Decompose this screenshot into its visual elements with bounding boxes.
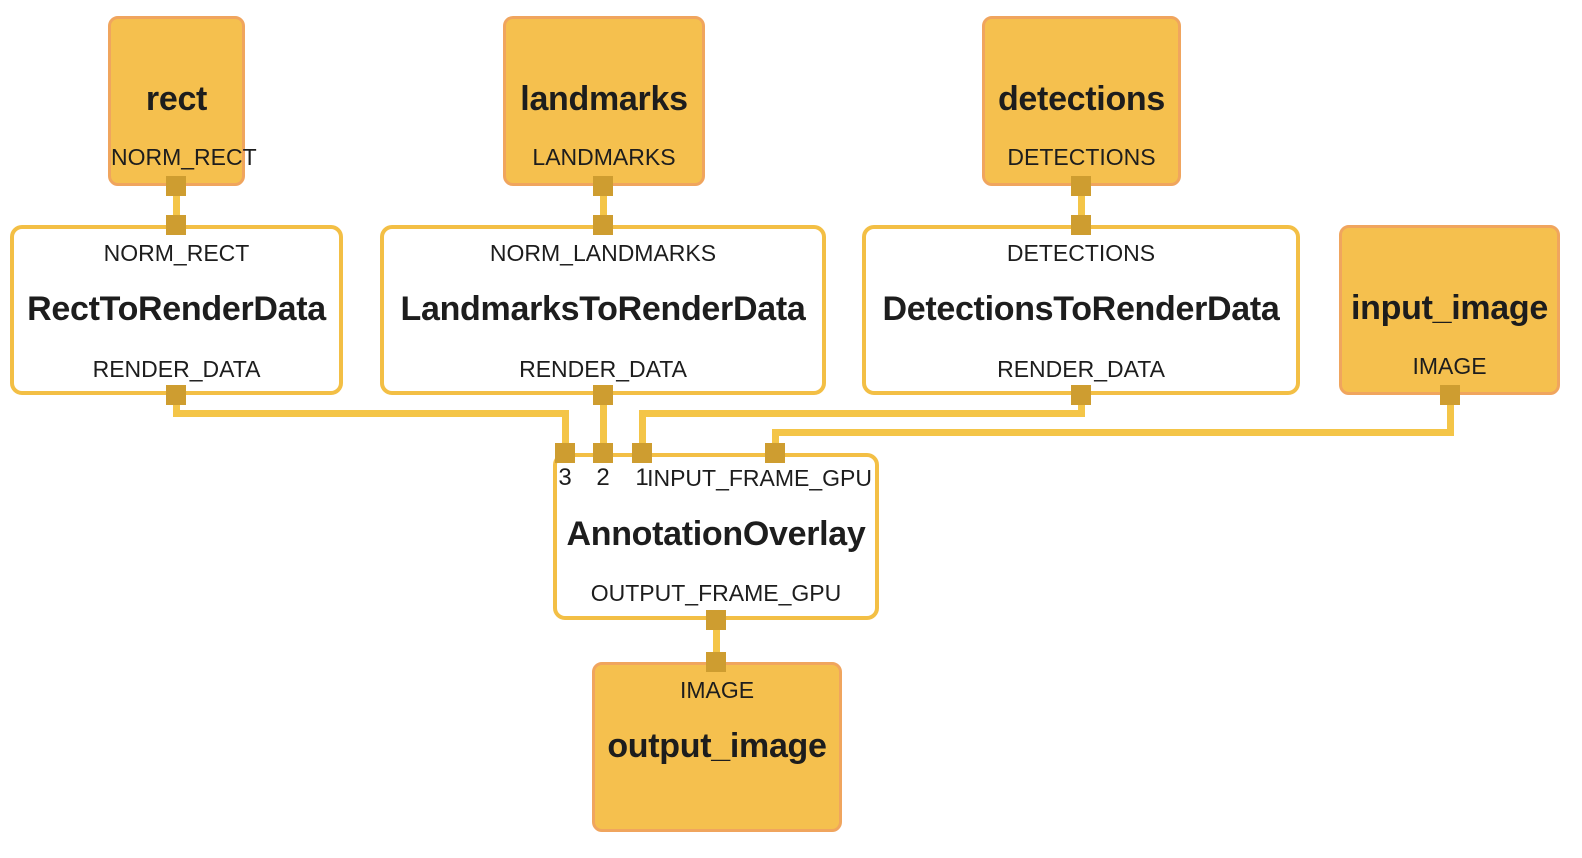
pin-landmarkstorenderdata-output — [593, 385, 613, 405]
pin-landmarkstorenderdata-input — [593, 215, 613, 235]
edge-detections-to-detectionstorenderdata — [1078, 186, 1085, 225]
edge-inputimage-to-annotationoverlay-seg1 — [1447, 393, 1454, 436]
node-detections-title: detections — [997, 80, 1166, 118]
node-rect-to-render-data-output-port-label: RENDER_DATA — [92, 356, 261, 382]
edge-detectionstorenderdata-to-annotationoverlay-seg2 — [639, 410, 1085, 417]
pin-recttorenderdata-input — [166, 215, 186, 235]
node-annotation-overlay-input-frame-gpu-label: INPUT_FRAME_GPU — [647, 465, 872, 491]
node-landmarks-output-port-label: LANDMARKS — [532, 144, 676, 170]
pin-detectionstorenderdata-output — [1071, 385, 1091, 405]
node-annotation-overlay-input-port-2-label: 2 — [596, 464, 610, 491]
node-input-image-title: input_image — [1351, 289, 1548, 327]
node-detections-to-render-data-output-port-label: RENDER_DATA — [997, 356, 1165, 382]
pin-annotationoverlay-input-frame-gpu — [765, 443, 785, 463]
node-annotation-overlay-title: AnnotationOverlay — [566, 515, 866, 553]
node-landmarks-to-render-data-output-port-label: RENDER_DATA — [519, 356, 687, 382]
pin-landmarks-output — [593, 176, 613, 196]
node-annotation-overlay[interactable]: 3 2 1 INPUT_FRAME_GPU AnnotationOverlay … — [553, 453, 879, 620]
pin-annotationoverlay-input-2 — [593, 443, 613, 463]
node-annotation-overlay-output-port-label: OUTPUT_FRAME_GPU — [590, 580, 842, 606]
node-rect-to-render-data-title: RectToRenderData — [27, 290, 326, 328]
edge-inputimage-to-annotationoverlay-seg3 — [772, 429, 779, 453]
edge-inputimage-to-annotationoverlay-seg2 — [772, 429, 1454, 436]
node-rect-to-render-data[interactable]: NORM_RECT RectToRenderData RENDER_DATA — [10, 225, 343, 395]
pin-detections-output — [1071, 176, 1091, 196]
pin-annotationoverlay-output — [706, 610, 726, 630]
node-input-image[interactable]: input_image IMAGE — [1339, 225, 1560, 395]
node-rect[interactable]: rect NORM_RECT — [108, 16, 257, 186]
edge-detectionstorenderdata-to-annotationoverlay-seg3 — [639, 410, 646, 453]
node-landmarks-to-render-data-input-port-label: NORM_LANDMARKS — [489, 240, 717, 266]
edge-rect-to-recttorenderdata — [173, 186, 180, 225]
pin-rect-output — [166, 176, 186, 196]
node-rect-output-port-label: NORM_RECT — [111, 144, 257, 170]
node-landmarks-to-render-data[interactable]: NORM_LANDMARKS LandmarksToRenderData REN… — [380, 225, 826, 395]
pin-annotationoverlay-input-1 — [632, 443, 652, 463]
edge-recttorenderdata-to-annotationoverlay-seg3 — [562, 410, 569, 453]
node-input-image-output-port-label: IMAGE — [1412, 353, 1487, 379]
edge-landmarks-to-landmarkstorenderdata — [600, 186, 607, 225]
node-landmarks[interactable]: landmarks LANDMARKS — [503, 16, 705, 186]
pin-inputimage-output — [1440, 385, 1460, 405]
node-annotation-overlay-input-port-1-label: 1 — [635, 464, 649, 491]
node-landmarks-to-render-data-title: LandmarksToRenderData — [400, 290, 806, 328]
pin-annotationoverlay-input-3 — [555, 443, 575, 463]
node-rect-to-render-data-input-port-label: NORM_RECT — [103, 240, 250, 266]
edge-recttorenderdata-to-annotationoverlay-seg2 — [173, 410, 569, 417]
node-output-image[interactable]: IMAGE output_image — [592, 662, 842, 832]
node-detections-to-render-data-input-port-label: DETECTIONS — [1006, 240, 1156, 266]
pin-detectionstorenderdata-input — [1071, 215, 1091, 235]
node-annotation-overlay-input-port-3-label: 3 — [558, 464, 572, 491]
node-detections[interactable]: detections DETECTIONS — [982, 16, 1181, 186]
pin-recttorenderdata-output — [166, 385, 186, 405]
edge-landmarkstorenderdata-to-annotationoverlay — [600, 392, 607, 453]
pin-outputimage-input — [706, 652, 726, 672]
node-output-image-title: output_image — [607, 727, 827, 765]
node-landmarks-title: landmarks — [520, 80, 688, 118]
node-detections-to-render-data[interactable]: DETECTIONS DetectionsToRenderData RENDER… — [862, 225, 1300, 395]
node-rect-title: rect — [145, 80, 208, 118]
node-output-image-input-port-label: IMAGE — [679, 677, 755, 703]
node-detections-to-render-data-title: DetectionsToRenderData — [882, 290, 1280, 328]
node-detections-output-port-label: DETECTIONS — [1007, 144, 1156, 170]
edge-annotationoverlay-to-outputimage — [713, 620, 720, 662]
